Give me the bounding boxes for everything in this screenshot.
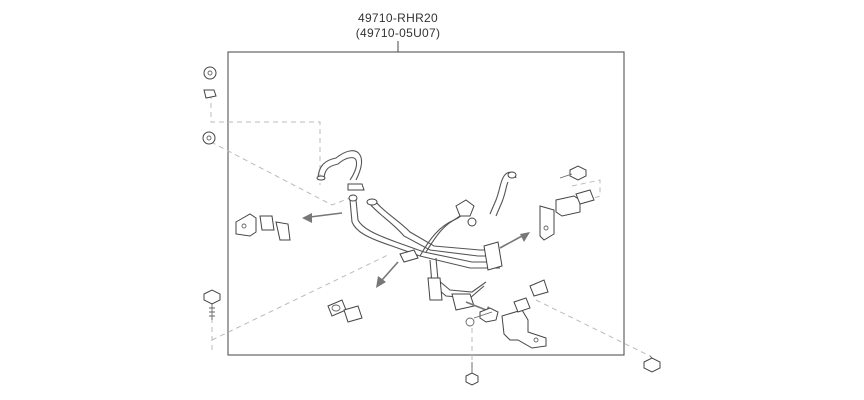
rubber-hose-upper-left [316,150,365,191]
bolt-upper-right [559,165,587,181]
arrow-up-right [499,232,530,249]
bracket-upper-right [539,189,595,241]
tube-harness [348,194,503,299]
assembly-frame [227,51,625,356]
clip-pair-lower-left [327,299,363,323]
bracket-lower-right [501,309,547,349]
clip-pair-right [513,279,549,313]
rubber-hose-upper-right [489,171,517,217]
arrow-down-left [376,261,399,288]
alt-part-number-label: (49710-05U07) [356,26,441,40]
bolt-bottom-center [465,362,479,386]
bracket-left [235,213,291,241]
bolt-bottom-right [643,355,661,373]
clip-symbol-top [203,66,217,99]
harness-bracket-center [399,249,475,311]
leader-lines [210,94,651,368]
bolt-left [203,289,221,320]
clip-symbol-middle [202,131,216,145]
part-number-label: 49710-RHR20 [358,11,438,25]
bolt-lower-center [465,307,499,327]
arrow-left [302,212,343,223]
